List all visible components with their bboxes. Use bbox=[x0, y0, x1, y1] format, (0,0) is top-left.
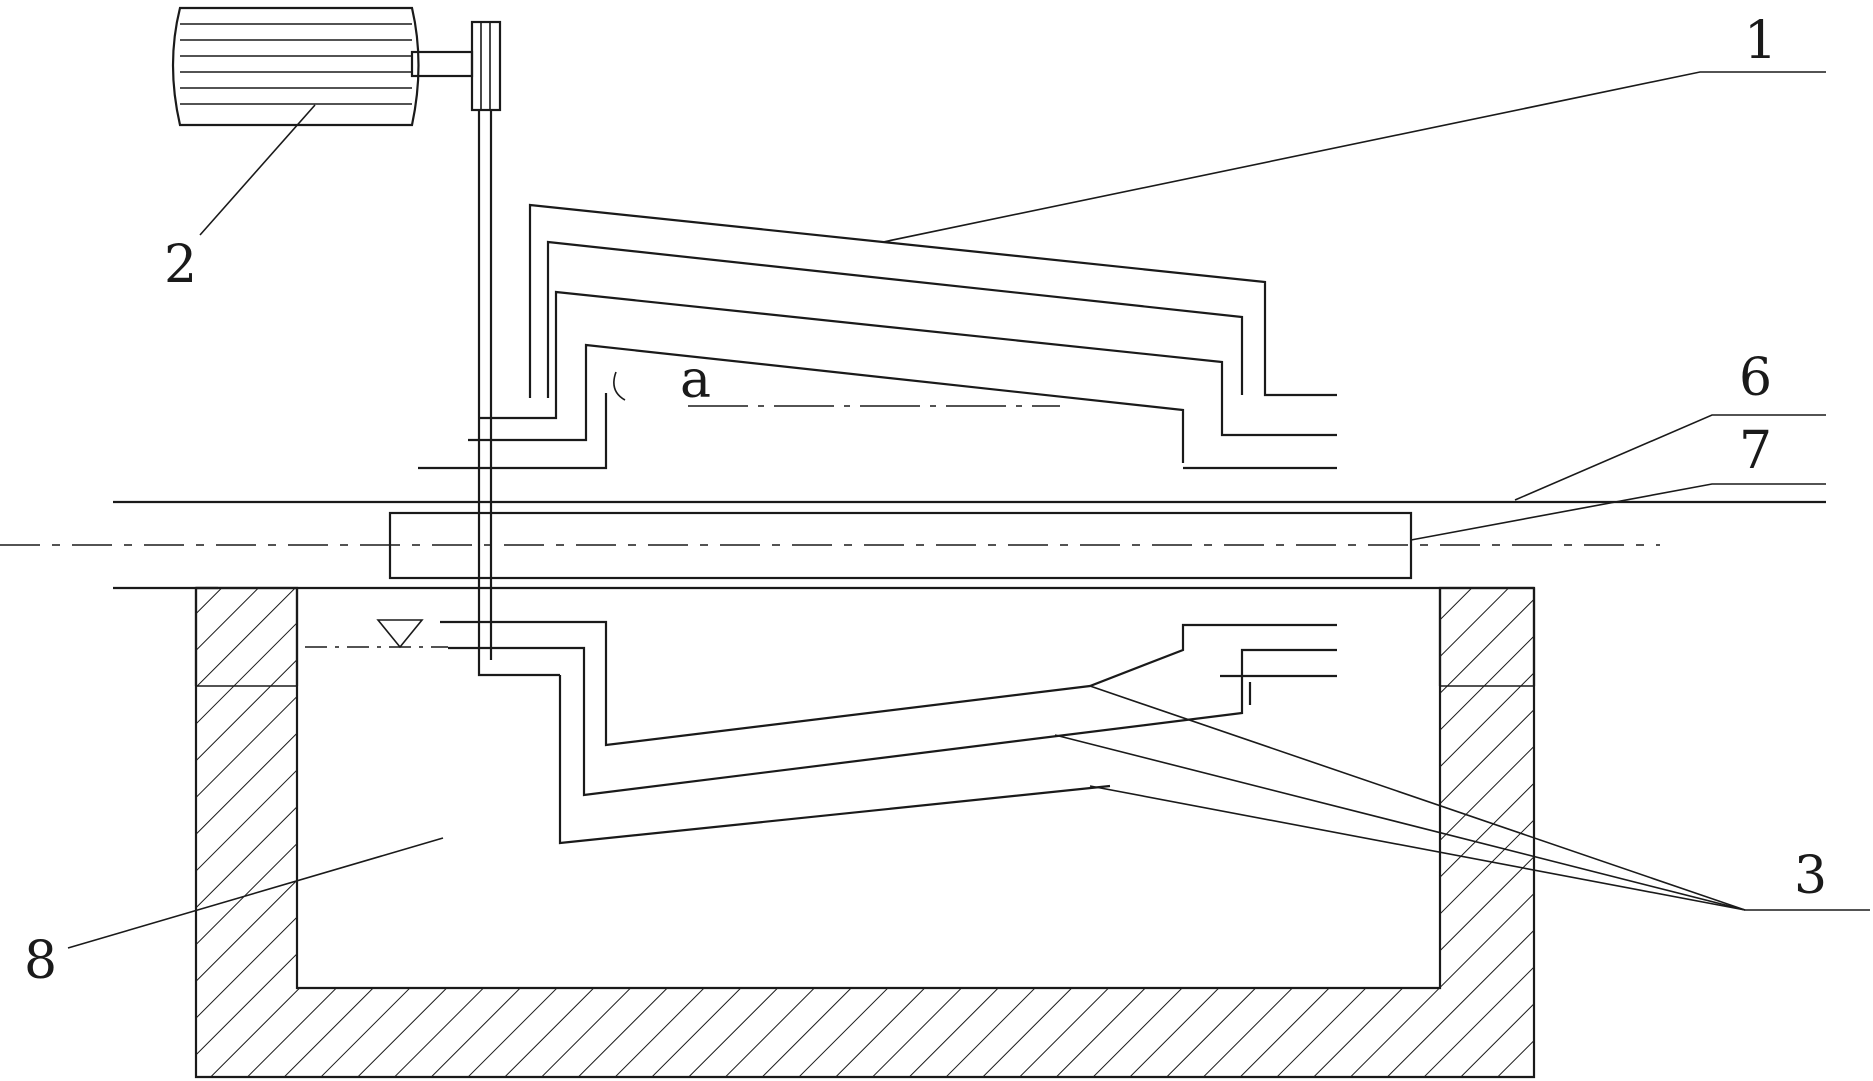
label-part-1: 1 bbox=[1744, 11, 1777, 71]
motor-2 bbox=[171, 6, 502, 127]
shaft-6 bbox=[0, 500, 1826, 590]
upper-casing-1 bbox=[418, 203, 1337, 470]
liquid-level-symbol bbox=[305, 619, 448, 649]
lower-casing-3 bbox=[440, 620, 1337, 845]
label-part-3: 3 bbox=[1794, 846, 1827, 906]
leader-lines bbox=[67, 71, 1870, 949]
label-angle-a: a bbox=[680, 350, 711, 410]
label-part-7: 7 bbox=[1739, 421, 1772, 481]
label-part-2: 2 bbox=[164, 235, 197, 295]
roller-7 bbox=[388, 511, 1413, 580]
label-part-8: 8 bbox=[24, 931, 57, 991]
label-part-6: 6 bbox=[1739, 348, 1772, 408]
drive-belt bbox=[477, 110, 560, 677]
tank-8 bbox=[194, 586, 1536, 1079]
